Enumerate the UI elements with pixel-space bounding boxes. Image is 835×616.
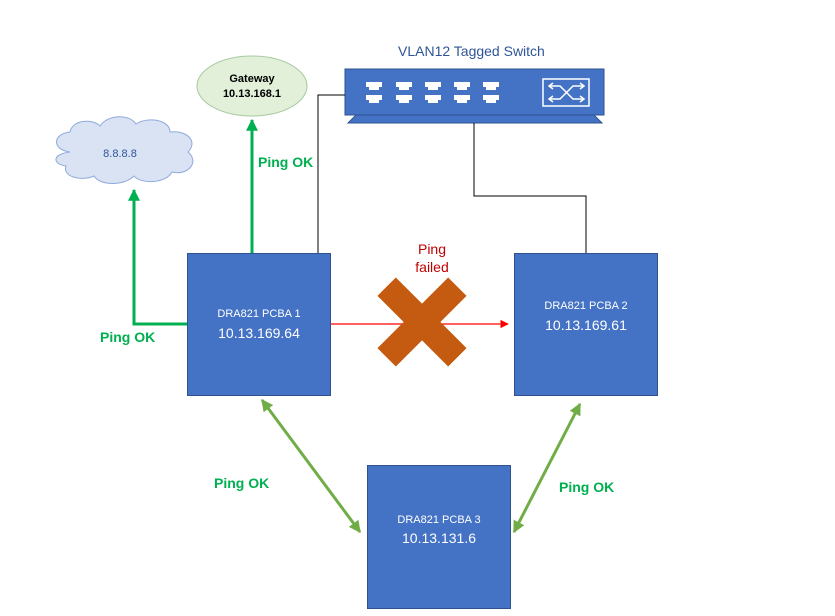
internet-ip: 8.8.8.8 — [103, 148, 137, 160]
pcba1-name: DRA821 PCBA 1 — [217, 308, 301, 320]
switch-title: VLAN12 Tagged Switch — [398, 43, 545, 59]
ping-ok-pcba3-left-label: Ping OK — [214, 475, 270, 491]
link-switch-pcba2 — [473, 123, 587, 253]
pcba3-node: DRA821 PCBA 3 10.13.131.6 — [367, 465, 511, 609]
pcba1-ip: 10.13.169.64 — [218, 325, 300, 341]
pcba2-name: DRA821 PCBA 2 — [544, 300, 628, 312]
arrow-pcba1-internet — [128, 188, 188, 326]
cloud-icon — [55, 116, 194, 184]
ping-ok-pcba3-right-label: Ping OK — [559, 479, 615, 495]
link-pcba1-switch — [317, 94, 345, 253]
pcba1-node: DRA821 PCBA 1 10.13.169.64 — [187, 253, 331, 396]
pcba3-ip: 10.13.131.6 — [402, 530, 476, 546]
arrow-pcba1-pcba3 — [260, 399, 362, 533]
ping-failed-label-line2: failed — [415, 259, 449, 275]
pcba2-ip: 10.13.169.61 — [545, 317, 627, 333]
ping-failed-label-line1: Ping — [417, 241, 447, 257]
gateway-ip: 10.13.168.1 — [222, 88, 282, 100]
ping-failed-x-icon — [377, 277, 467, 367]
gateway-name: Gateway — [229, 73, 275, 85]
network-switch-icon — [344, 68, 605, 124]
pcba3-name: DRA821 PCBA 3 — [397, 514, 481, 526]
gateway-node — [196, 55, 308, 117]
ping-ok-internet-label: Ping OK — [100, 329, 156, 345]
pcba2-node: DRA821 PCBA 2 10.13.169.61 — [514, 253, 658, 396]
arrow-pcba2-pcba3 — [512, 402, 582, 534]
ping-ok-gateway-label: Ping OK — [258, 154, 314, 170]
